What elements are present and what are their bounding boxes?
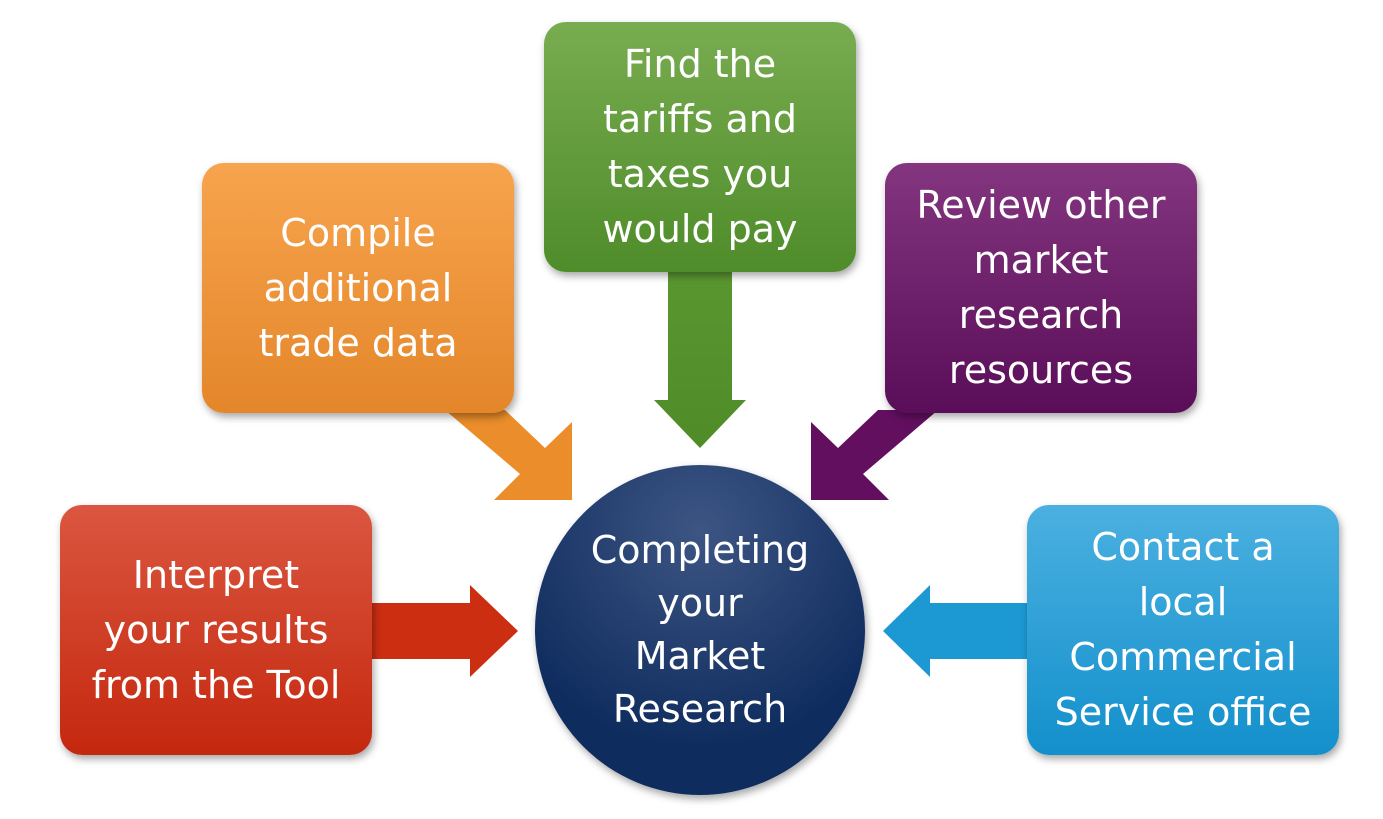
- step-label: Review other market research resources: [916, 183, 1166, 392]
- step-label: Interpret your results from the Tool: [91, 552, 341, 707]
- center-circle: Completing your Market Research: [535, 465, 865, 795]
- step-interpret-results: Interpret your results from the Tool: [60, 505, 372, 755]
- arrow-red: [372, 585, 518, 677]
- step-label: Find the tariffs and taxes you would pay: [602, 42, 798, 251]
- arrow-orange: [445, 410, 572, 500]
- step-compile-data: Compile additional trade data: [202, 163, 514, 413]
- step-label: Compile additional trade data: [258, 210, 458, 365]
- center-label: Completing your Market Research: [590, 528, 810, 731]
- arrow-blue: [883, 585, 1027, 677]
- arrow-purple: [811, 410, 938, 500]
- step-find-tariffs: Find the tariffs and taxes you would pay: [544, 22, 856, 272]
- step-contact-office: Contact a local Commercial Service offic…: [1027, 505, 1339, 755]
- step-review-resources: Review other market research resources: [885, 163, 1197, 413]
- step-label: Contact a local Commercial Service offic…: [1054, 525, 1312, 734]
- arrow-down-green: [654, 272, 746, 448]
